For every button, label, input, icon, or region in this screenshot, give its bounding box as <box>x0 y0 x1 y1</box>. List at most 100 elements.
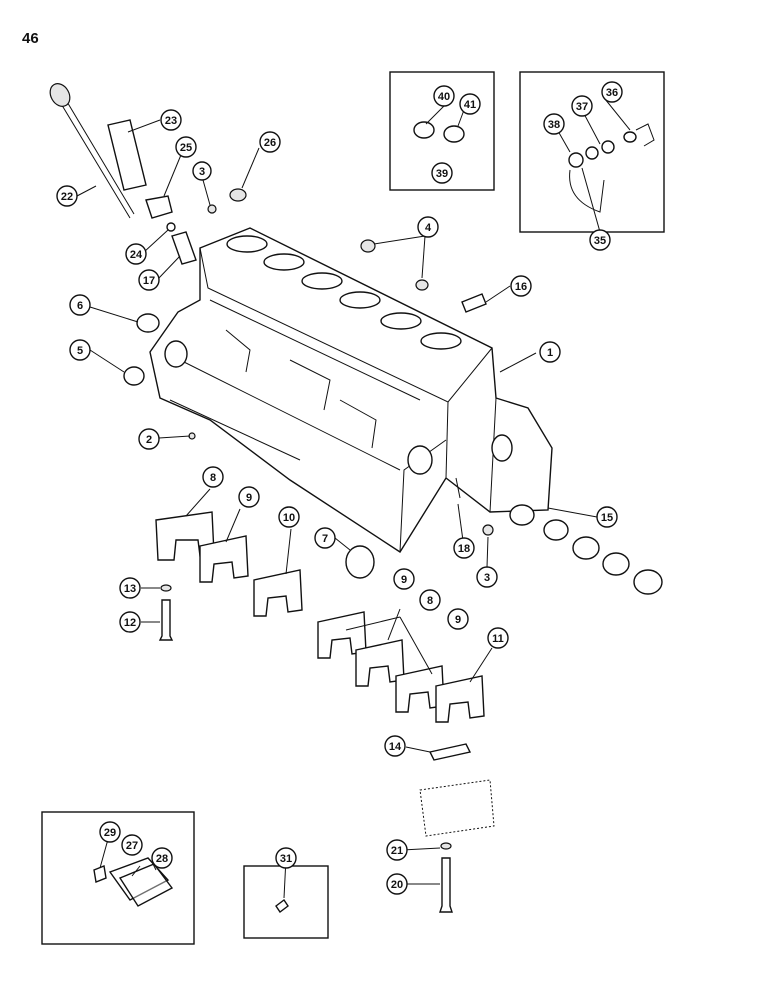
callout-26: 26 <box>259 131 281 153</box>
callout-13-label: 13 <box>124 583 136 595</box>
o-ring <box>166 222 176 232</box>
bolt-20 <box>439 857 453 913</box>
callout-39-label: 39 <box>436 168 448 180</box>
callout-10: 10 <box>278 506 300 528</box>
callout-9-a-label: 9 <box>246 492 252 504</box>
callout-29-label: 29 <box>104 827 116 839</box>
callout-41: 41 <box>459 93 481 115</box>
plug-5 <box>123 366 145 386</box>
callout-36-label: 36 <box>606 87 618 99</box>
callout-11: 11 <box>487 627 509 649</box>
callout-26-label: 26 <box>264 137 276 149</box>
callout-35-label: 35 <box>594 235 606 247</box>
callout-4: 4 <box>417 216 439 238</box>
callout-27: 27 <box>121 834 143 856</box>
callout-31: 31 <box>275 847 297 869</box>
callout-15-label: 15 <box>601 512 613 524</box>
gasket-27 <box>108 857 170 901</box>
plug-7 <box>345 545 375 579</box>
callout-25: 25 <box>175 136 197 158</box>
callout-28-label: 28 <box>156 853 168 865</box>
callout-2-label: 2 <box>146 434 152 446</box>
callout-35: 35 <box>589 229 611 251</box>
callout-24: 24 <box>125 243 147 265</box>
plug-6 <box>136 313 160 333</box>
callout-37: 37 <box>571 95 593 117</box>
callout-3-top-label: 3 <box>199 166 205 178</box>
callout-3-bottom: 3 <box>476 566 498 588</box>
callout-9-b: 9 <box>393 568 415 590</box>
callout-8-a: 8 <box>202 466 224 488</box>
callout-9-a: 9 <box>238 486 260 508</box>
cap-26 <box>229 188 247 202</box>
callout-1-label: 1 <box>547 347 553 359</box>
callout-11-label: 11 <box>492 633 504 645</box>
washer-21 <box>440 842 452 850</box>
callout-18-label: 18 <box>458 543 470 555</box>
callout-24-label: 24 <box>130 249 143 261</box>
callout-1: 1 <box>539 341 561 363</box>
callout-39: 39 <box>431 162 453 184</box>
callout-38: 38 <box>543 113 565 135</box>
bearing-cap-10 <box>253 569 303 617</box>
plug-3-bottom <box>482 524 494 536</box>
callout-15: 15 <box>596 506 618 528</box>
callout-27-label: 27 <box>126 840 138 852</box>
plug-4-b <box>415 279 429 291</box>
heater-assembly <box>568 123 655 213</box>
callout-21-label: 21 <box>391 845 403 857</box>
pump-ghost <box>419 779 495 837</box>
callout-8-b: 8 <box>419 589 441 611</box>
washer-13 <box>160 584 172 592</box>
cam-bushings <box>509 504 663 595</box>
plug-4-a <box>360 239 376 253</box>
dipstick-assembly <box>49 83 135 219</box>
callout-23-label: 23 <box>165 115 177 127</box>
callout-5-label: 5 <box>77 345 83 357</box>
callout-16-label: 16 <box>515 281 527 293</box>
callout-22-label: 22 <box>61 191 73 203</box>
callout-9-c-label: 9 <box>455 614 461 626</box>
callout-37-label: 37 <box>576 101 588 113</box>
callout-9-b-label: 9 <box>401 574 407 586</box>
dipstick-tube <box>107 119 147 191</box>
callout-16: 16 <box>510 275 532 297</box>
callout-41-label: 41 <box>464 99 476 111</box>
callout-38-label: 38 <box>548 119 560 131</box>
callout-14-label: 14 <box>389 741 402 753</box>
bolt-12 <box>158 599 174 641</box>
callout-5: 5 <box>69 339 91 361</box>
leader-lines <box>76 98 631 899</box>
plug-3-top <box>207 204 217 214</box>
callout-8-a-label: 8 <box>210 472 216 484</box>
callout-31-label: 31 <box>280 853 292 865</box>
callout-2: 2 <box>138 428 160 450</box>
callout-4-label: 4 <box>425 222 432 234</box>
callout-12: 12 <box>119 611 141 633</box>
callout-36: 36 <box>601 81 623 103</box>
callout-28: 28 <box>151 847 173 869</box>
callout-14: 14 <box>384 735 406 757</box>
callout-18: 18 <box>453 537 475 559</box>
callout-40: 40 <box>433 85 455 107</box>
callout-13: 13 <box>119 577 141 599</box>
fitting-16 <box>461 293 487 313</box>
callout-3-top: 3 <box>192 161 212 181</box>
callout-20: 20 <box>386 873 408 895</box>
tube-bracket <box>145 195 173 219</box>
callout-22: 22 <box>56 185 78 207</box>
callout-8-b-label: 8 <box>427 595 433 607</box>
callout-3-bottom-label: 3 <box>484 572 490 584</box>
page-number: 46 <box>22 30 39 47</box>
callout-9-c: 9 <box>447 608 469 630</box>
sleeve-41 <box>443 125 465 143</box>
callout-17-label: 17 <box>143 275 155 287</box>
bearing-cap-9-a <box>199 535 249 583</box>
callout-7-label: 7 <box>322 533 328 545</box>
callout-20-label: 20 <box>391 879 403 891</box>
sleeve-40 <box>413 121 435 139</box>
bearing-cap-11 <box>435 675 485 723</box>
pin-18 <box>455 477 461 499</box>
callout-17: 17 <box>138 269 160 291</box>
